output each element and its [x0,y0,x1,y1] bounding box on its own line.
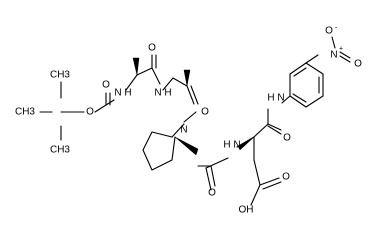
atom-label: CH3 [50,145,70,156]
chemical-structure-diagram: O - N + O H N O OH O H N O N O N H O N H… [15,25,362,216]
atom-label: O [283,133,291,144]
atom-label: CH3 [15,107,35,118]
charge-label: + [339,46,343,53]
atom-label: O [148,43,156,54]
atom-label: O [86,107,94,118]
atom-label: O [354,59,362,70]
atom-label: N H [114,88,131,99]
atom-label: O [208,188,216,199]
wedge-bonds [132,57,255,156]
atom-label: H N [267,93,284,104]
atom-label: O [282,172,290,183]
atom-label: N [180,125,187,136]
charge-label: - [335,25,338,32]
atom-label: H N [223,140,240,151]
atom-label: O [102,80,110,91]
atom-labels: O - N + O H N O OH O H N O N O N H O N H… [15,25,362,216]
atom-label: O [201,107,209,118]
bond-lines [39,36,351,206]
atom-label: N H [154,88,171,99]
atom-label: CH3 [50,70,70,81]
atom-label: OH [239,205,254,216]
atom-label: O [325,26,333,37]
atom-label: N [330,50,337,61]
